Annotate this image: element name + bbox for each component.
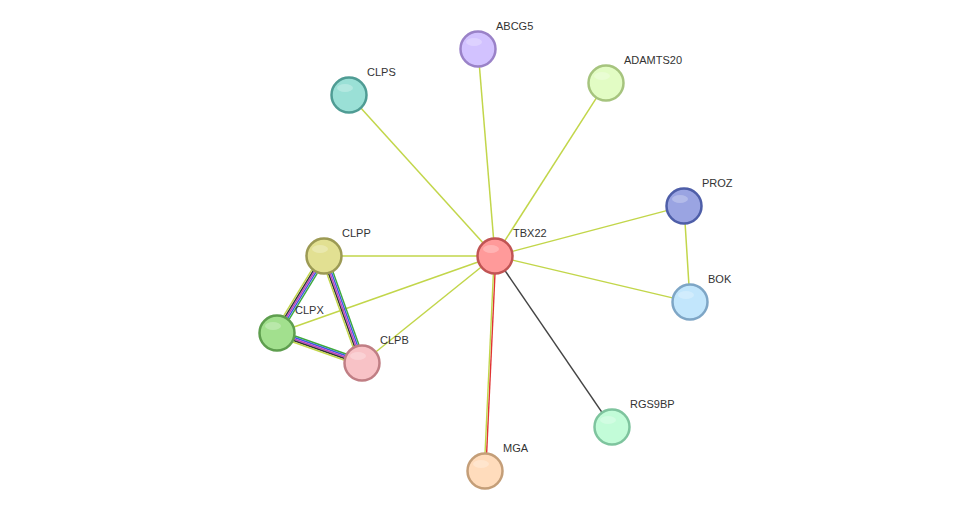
edge-strand xyxy=(293,342,344,360)
node-label: BOK xyxy=(708,273,731,285)
protein-node: MGA xyxy=(466,452,504,490)
node-label: CLPP xyxy=(342,227,371,239)
interaction-edge xyxy=(376,267,481,351)
protein-node: ABCG5 xyxy=(459,30,497,68)
node-label: CLPB xyxy=(380,334,409,346)
protein-node: CLPB xyxy=(343,344,381,382)
edge-strand xyxy=(329,273,355,346)
edge-strand xyxy=(505,271,602,412)
node-circle xyxy=(476,237,514,275)
edge-strand xyxy=(513,260,673,298)
node-circle xyxy=(305,237,343,275)
node-circle xyxy=(343,344,381,382)
protein-node: RGS9BP xyxy=(593,408,631,446)
node-label: ABCG5 xyxy=(496,20,533,32)
protein-node: BOK xyxy=(671,283,709,321)
node-label: ADAMTS20 xyxy=(624,54,682,66)
node-label: RGS9BP xyxy=(630,398,675,410)
interaction-edge xyxy=(685,224,689,284)
node-label: PROZ xyxy=(702,177,733,189)
protein-node: CLPP xyxy=(305,237,343,275)
interaction-edge xyxy=(479,67,493,238)
node-label: CLPS xyxy=(367,66,396,78)
edge-strand xyxy=(333,272,359,345)
edge-strand xyxy=(512,211,666,252)
edge-strand xyxy=(505,98,597,241)
node-circle xyxy=(258,314,296,352)
edge-strand xyxy=(479,67,493,238)
interaction-edge xyxy=(513,260,673,298)
edge-strand xyxy=(295,337,346,355)
node-circle xyxy=(671,283,709,321)
protein-node: PROZ xyxy=(665,187,703,225)
node-label: MGA xyxy=(503,442,528,454)
interaction-edge xyxy=(512,211,666,252)
interaction-edge xyxy=(505,271,602,412)
edge-strand xyxy=(487,274,495,453)
interaction-edge xyxy=(293,336,346,360)
interaction-edge xyxy=(485,274,495,453)
interaction-edge xyxy=(342,256,477,257)
interaction-edge xyxy=(327,272,359,347)
node-circle xyxy=(459,30,497,68)
node-label: TBX22 xyxy=(513,227,547,239)
edge-strand xyxy=(361,108,483,242)
protein-node: CLPX xyxy=(258,314,296,352)
node-circle xyxy=(330,76,368,114)
edge-strand xyxy=(685,224,689,284)
protein-node: CLPS xyxy=(330,76,368,114)
protein-node: TBX22 xyxy=(476,237,514,275)
node-circle xyxy=(466,452,504,490)
node-circle xyxy=(593,408,631,446)
node-label: CLPX xyxy=(295,304,324,316)
edge-strand xyxy=(485,274,493,453)
edge-strand xyxy=(330,273,356,346)
edge-strand xyxy=(342,255,477,257)
edge-strand xyxy=(332,272,358,345)
node-circle xyxy=(587,64,625,102)
interaction-edge xyxy=(505,98,597,241)
interaction-edge xyxy=(361,108,483,242)
edge-strand xyxy=(293,340,344,358)
edge-strand xyxy=(294,339,345,357)
edge-strand xyxy=(376,267,481,351)
protein-node: ADAMTS20 xyxy=(587,64,625,102)
edge-strand xyxy=(327,274,353,347)
node-circle xyxy=(665,187,703,225)
